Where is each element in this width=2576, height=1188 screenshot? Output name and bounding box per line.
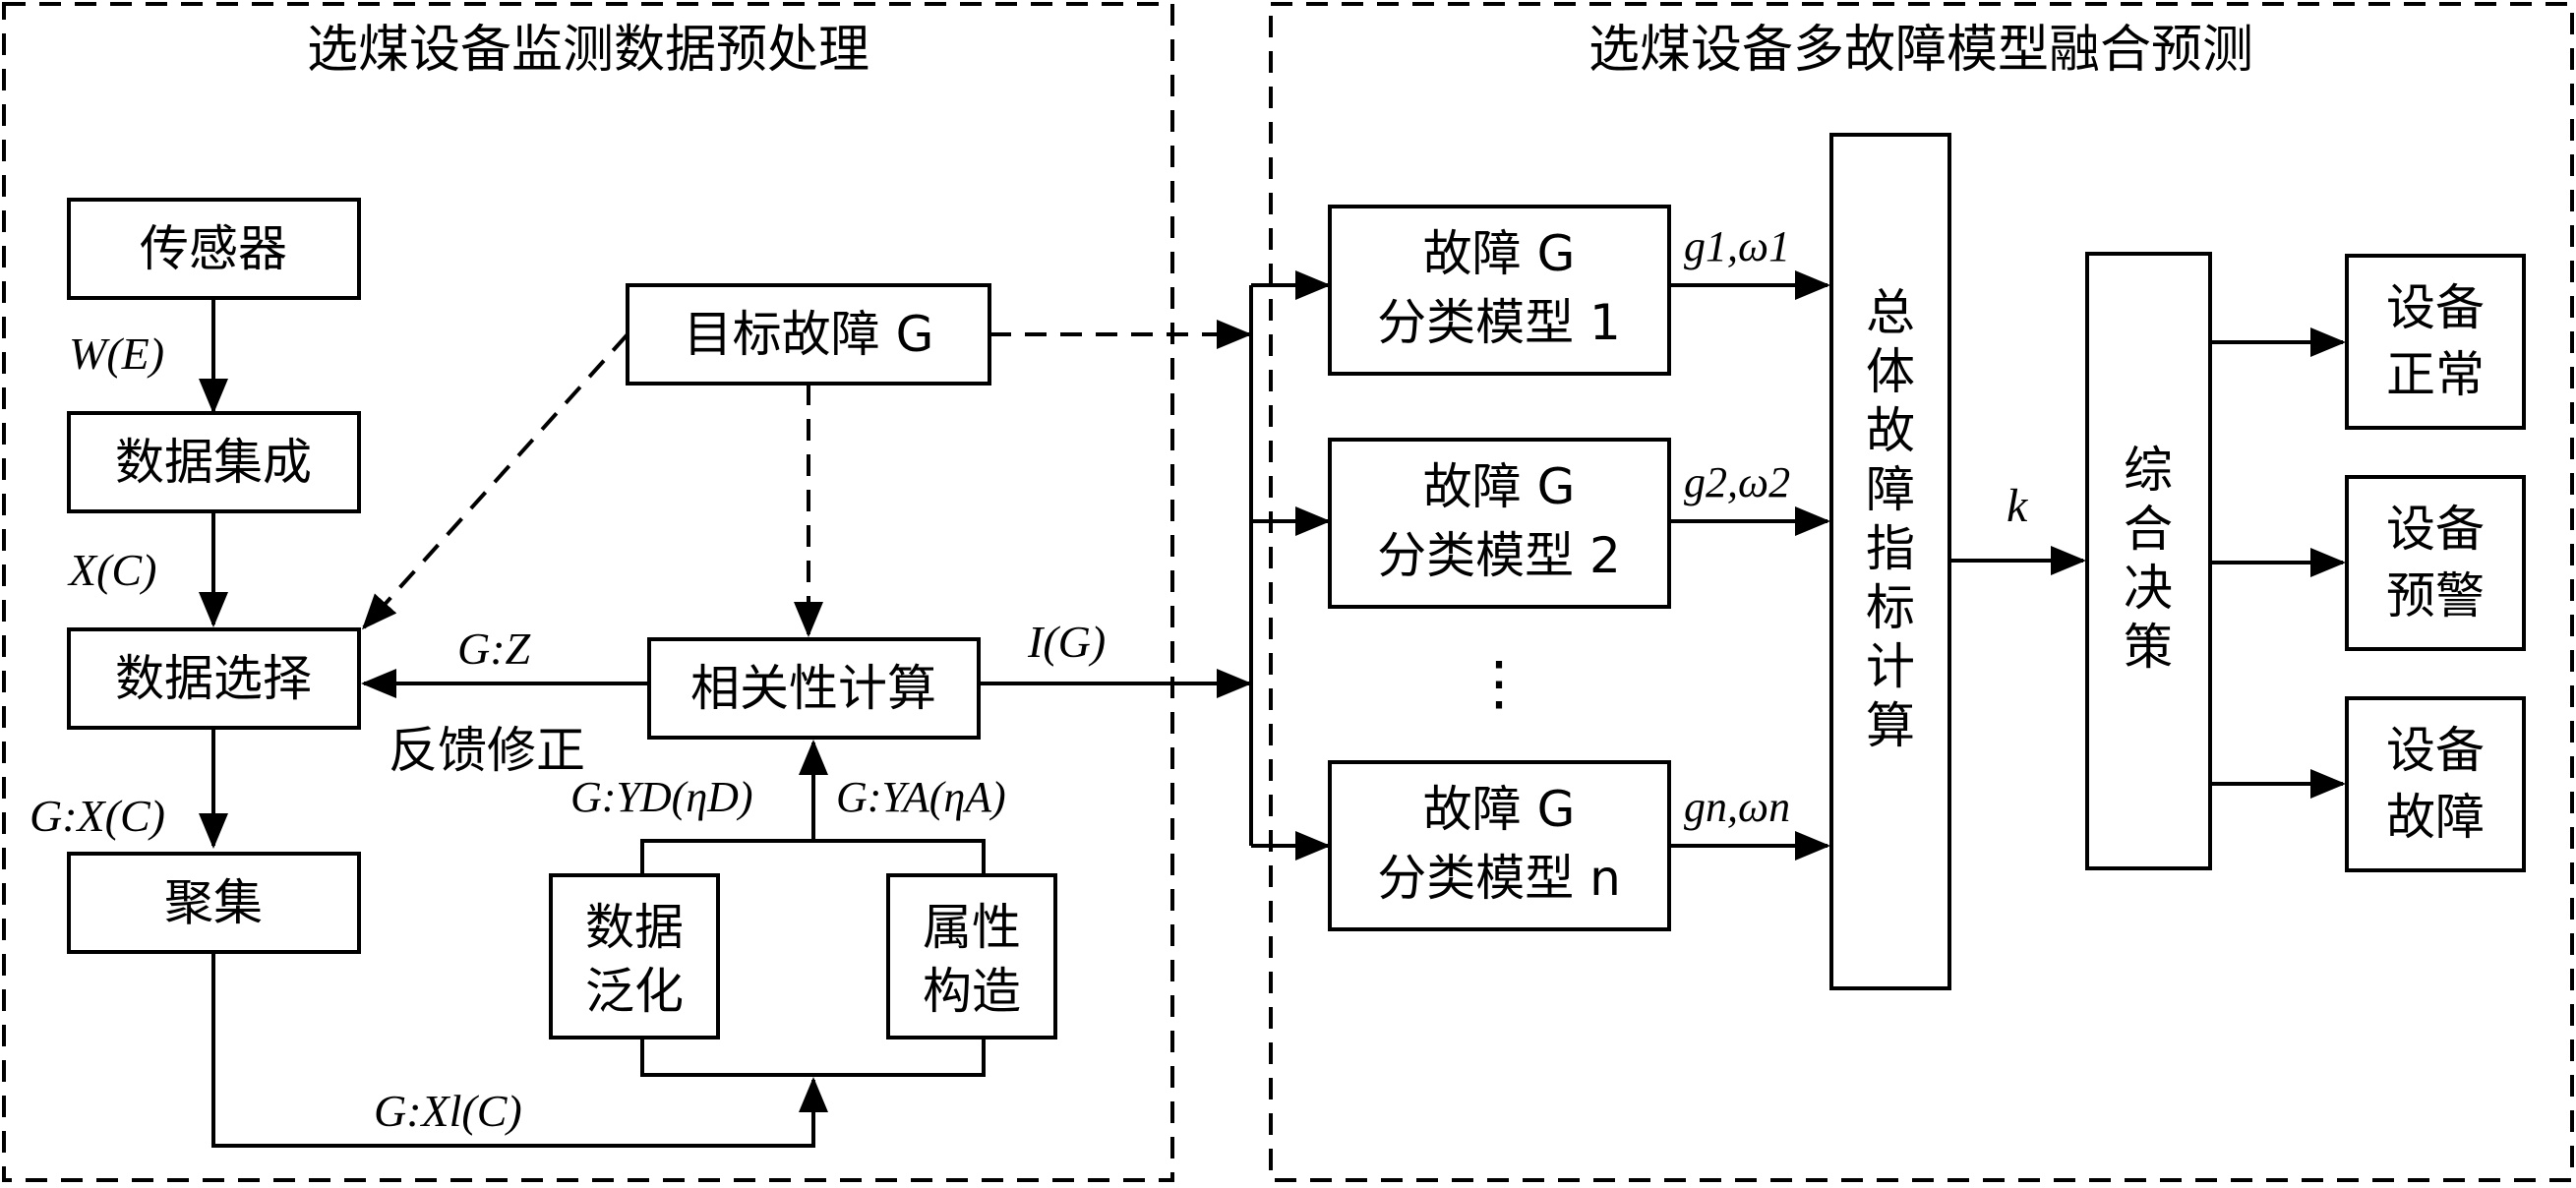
equipment-normal-line2: 正常 (2386, 346, 2485, 403)
data-generalization-label-line2: 泛化 (585, 963, 684, 1020)
fault-model-n-line2: 分类模型 n (1377, 850, 1621, 907)
fault-model-1-line2: 分类模型 1 (1377, 294, 1621, 351)
label-k: k (2007, 480, 2029, 532)
models-ellipsis: ⋮ (1469, 651, 1528, 716)
fault-model-2-box (1328, 438, 1671, 609)
overall-fault-index-label: 总 体 故 障 指 标 计 算 (1866, 284, 1915, 754)
sensor-label: 传感器 (140, 220, 287, 277)
cluster-to-bracket-arrow (211, 952, 828, 1148)
equipment-fault-line1: 设备 (2386, 722, 2485, 779)
decision-char: 合 (2124, 501, 2173, 558)
equipment-normal-box (2345, 254, 2526, 430)
target-to-selection-dashed-arrow (361, 332, 629, 630)
equipment-fault-line2: 故障 (2386, 789, 2485, 846)
label-feedback: 反馈修正 (389, 722, 585, 779)
label-g1-w1: g1,ω1 (1684, 222, 1790, 270)
label-g-xl-c: G:Xl(C) (374, 1086, 522, 1136)
equipment-normal-line1: 设备 (2386, 279, 2485, 336)
label-g-ya: G:YA(ηA) (836, 773, 1006, 821)
target-fault-label: 目标故障 G (684, 306, 934, 363)
label-g-yd: G:YD(ηD) (570, 773, 753, 821)
label-w-e: W(E) (69, 328, 164, 379)
correlation-box (647, 637, 981, 740)
data-generalization-label-line1: 数据 (585, 899, 684, 956)
target-fault-box (626, 283, 991, 386)
overall-index-char: 故 (1866, 402, 1915, 459)
left-section-title: 选煤设备监测数据预处理 (307, 21, 869, 80)
fault-model-2-line1: 故障 G (1423, 458, 1576, 515)
equipment-warning-line2: 预警 (2386, 567, 2485, 624)
clustering-label: 聚集 (164, 874, 263, 931)
decision-char: 决 (2124, 560, 2173, 617)
data-selection-label: 数据选择 (115, 650, 312, 707)
overall-index-char: 障 (1866, 461, 1915, 518)
comprehensive-decision-box (2085, 252, 2212, 870)
overall-index-char: 标 (1866, 579, 1915, 636)
label-gn-wn: gn,ωn (1684, 783, 1790, 831)
overall-fault-index-box (1829, 133, 1951, 990)
fault-model-n-line1: 故障 G (1423, 781, 1576, 838)
decision-char: 综 (2124, 442, 2173, 499)
overall-index-char: 指 (1866, 520, 1915, 577)
decision-char: 策 (2124, 619, 2173, 676)
clustering-box (67, 852, 361, 954)
label-g2-w2: g2,ω2 (1684, 458, 1790, 506)
data-integration-label: 数据集成 (115, 434, 312, 491)
overall-index-char: 体 (1866, 343, 1915, 400)
correlation-label: 相关性计算 (690, 660, 936, 717)
label-i-g: I(G) (1027, 617, 1106, 667)
right-section-frame (1269, 2, 2574, 1182)
fault-model-n-box (1328, 760, 1671, 931)
data-generalization-box (549, 873, 720, 1040)
label-g-z: G:Z (457, 624, 531, 674)
equipment-warning-box (2345, 475, 2526, 651)
fault-model-1-line1: 故障 G (1423, 225, 1576, 282)
left-section-frame (2, 2, 1174, 1182)
right-section-title: 选煤设备多故障模型融合预测 (1588, 21, 2253, 80)
equipment-fault-box (2345, 696, 2526, 872)
overall-index-char: 算 (1866, 697, 1915, 754)
sensor-box (67, 198, 361, 300)
label-g-x-c: G:X(C) (30, 791, 165, 841)
generalization-bracket-bottom (640, 1038, 986, 1077)
fault-model-2-line2: 分类模型 2 (1377, 527, 1621, 584)
data-selection-box (67, 627, 361, 730)
overall-index-char: 计 (1866, 638, 1915, 695)
comprehensive-decision-label: 综 合 决 策 (2124, 442, 2173, 676)
equipment-warning-line1: 设备 (2386, 501, 2485, 558)
fault-model-1-box (1328, 205, 1671, 376)
label-x-c: X(C) (67, 545, 156, 595)
attribute-construction-box (886, 873, 1057, 1040)
attribute-construction-label-line1: 属性 (923, 899, 1021, 956)
attribute-construction-label-line2: 构造 (923, 963, 1021, 1020)
generalization-bracket-top (640, 839, 986, 875)
data-integration-box (67, 411, 361, 513)
overall-index-char: 总 (1866, 284, 1915, 341)
